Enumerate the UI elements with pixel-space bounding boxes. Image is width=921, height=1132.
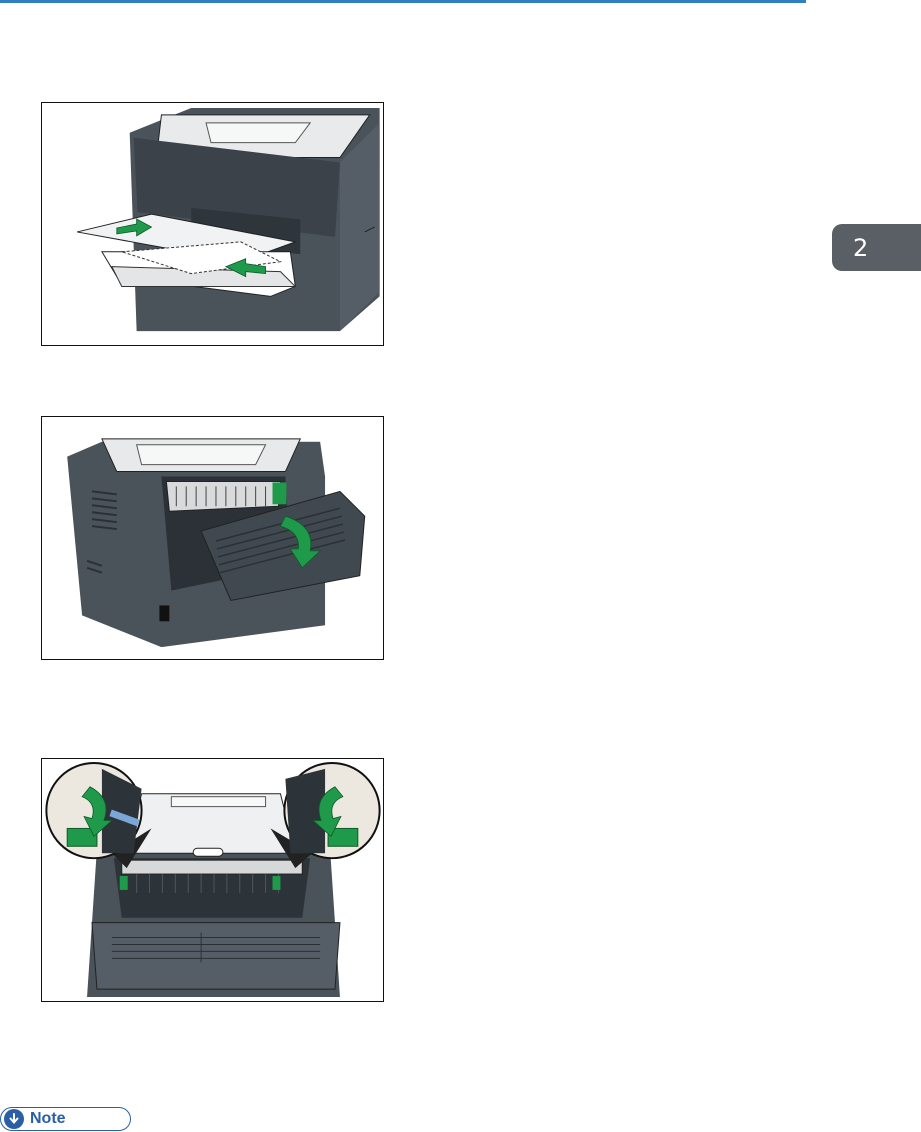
printer-fuser-levers-illustration bbox=[42, 759, 383, 1001]
printer-rear-cover-open-illustration bbox=[42, 417, 383, 659]
figure-bypass-tray bbox=[41, 102, 384, 346]
printer-bypass-tray-illustration bbox=[42, 103, 383, 345]
figure-rear-cover bbox=[41, 416, 384, 660]
chapter-tab[interactable]: 2 bbox=[832, 224, 921, 271]
note-label: Note bbox=[30, 1110, 66, 1128]
header-rule bbox=[0, 0, 806, 3]
down-arrow-circle-icon bbox=[4, 1109, 24, 1129]
note-badge: Note bbox=[0, 1107, 131, 1131]
figure-fuser-levers bbox=[41, 758, 384, 1002]
chapter-number: 2 bbox=[853, 234, 868, 262]
